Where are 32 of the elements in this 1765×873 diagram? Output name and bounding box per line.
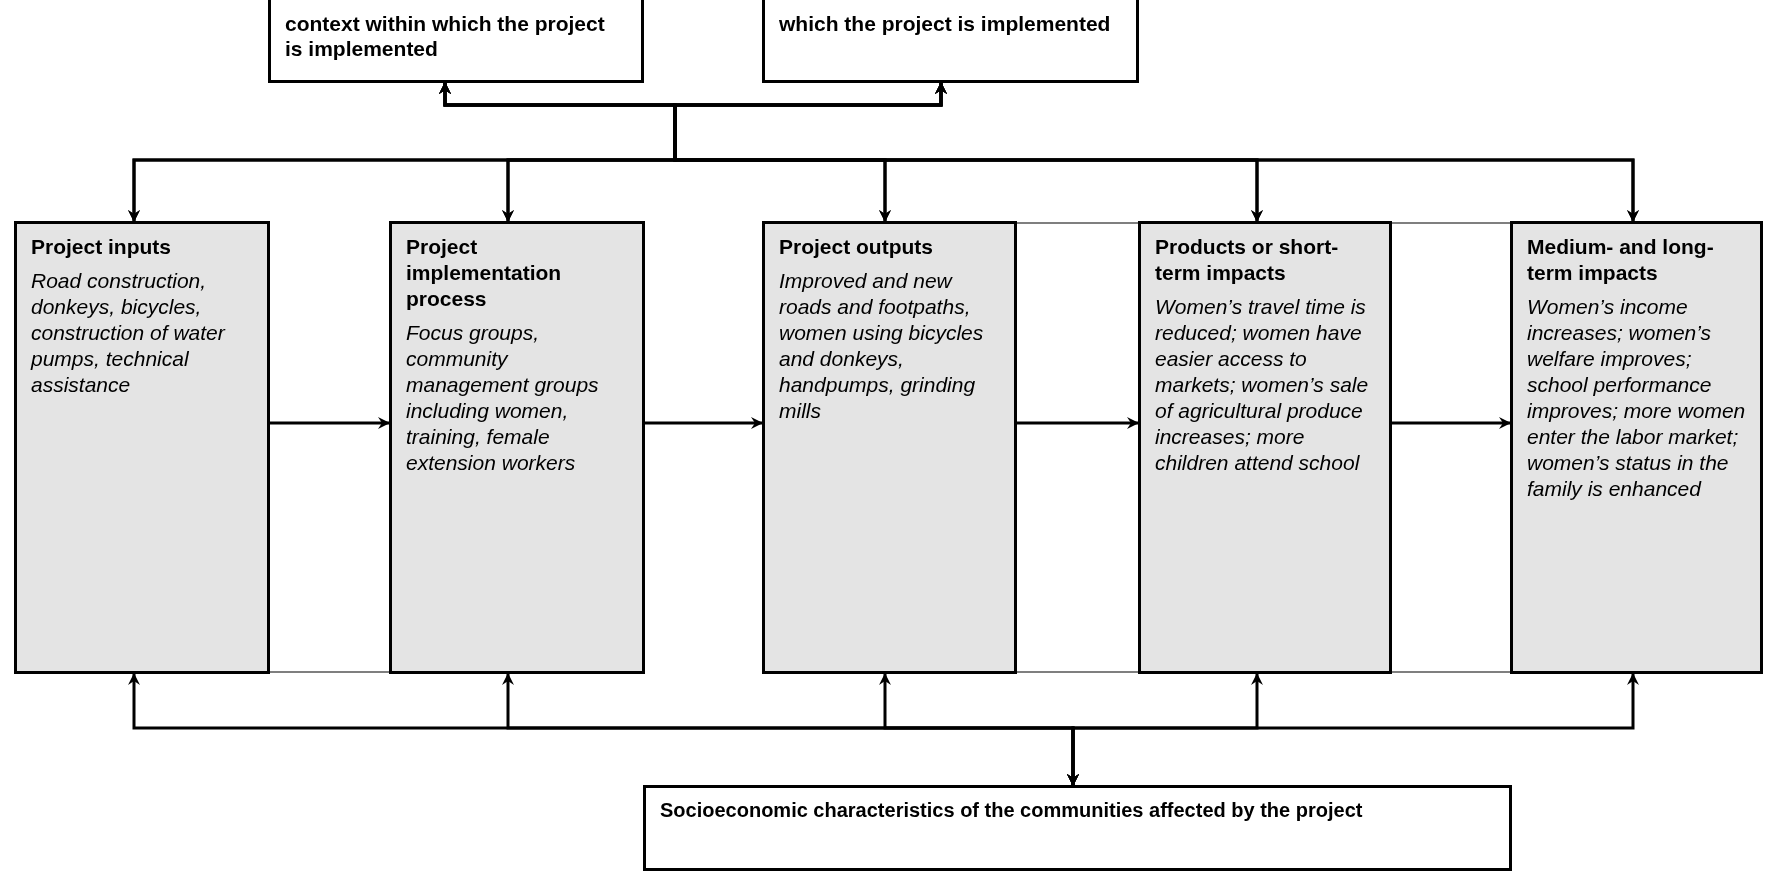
context-box (762, 0, 1139, 83)
connector-line (1016, 222, 1139, 224)
connector-line (1391, 671, 1511, 673)
stage-heading: Medium- and long-term impacts (1527, 234, 1715, 286)
arrow (1017, 417, 1139, 429)
stage-box (1510, 221, 1763, 674)
stage-description: Improved and new roads and footpaths, women using bicycles and donkeys, handpumps, grinding mills (779, 268, 985, 424)
stage-box (14, 221, 270, 674)
arrow (270, 417, 390, 429)
stage-heading: Project outputs (779, 234, 934, 260)
stage-description: Women’s travel time is reduced; women have easier access to markets; women’s sale of agricultural produce increases; more children attend school (1155, 294, 1370, 476)
context-box (268, 0, 644, 83)
box-text: context within which the project is implemented (285, 11, 606, 61)
box-text: Socioeconomic characteristics of the communities affected by the project (660, 798, 1364, 823)
stage-description: Women’s income increases; women’s welfare improves; school performance improves; more women enter the labor market; women’s status in the family is enhanced (1527, 294, 1746, 502)
stage-description: Road construction, donkeys, bicycles, construction of water pumps, technical assistance (31, 268, 227, 398)
connector-line (1016, 671, 1139, 673)
stage-box (1138, 221, 1392, 674)
stage-heading: Project implementation process (406, 234, 563, 312)
arrow (1392, 417, 1511, 429)
arrow (673, 82, 1639, 222)
stage-box (762, 221, 1017, 674)
stage-box (389, 221, 645, 674)
connector-line (1391, 222, 1511, 224)
connector-line (269, 671, 390, 673)
context-box (643, 785, 1512, 871)
arrow (1067, 673, 1639, 786)
stage-heading: Products or short-term impacts (1155, 234, 1340, 286)
box-text: which the project is implemented (779, 11, 1112, 36)
stage-heading: Project inputs (31, 234, 173, 260)
stage-description: Focus groups, community management groups including women, training, female extension workers (406, 320, 600, 476)
arrow (645, 417, 763, 429)
